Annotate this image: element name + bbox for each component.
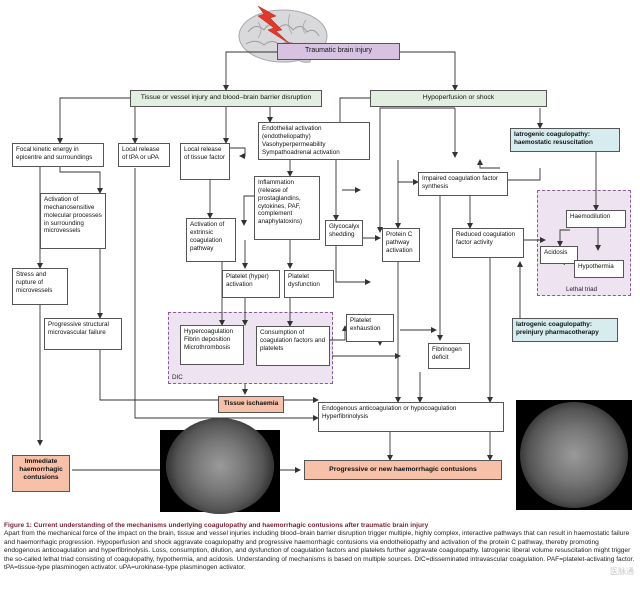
protein-c-activation-box: Protein C pathway activation [382, 228, 420, 262]
lethal-triad-label: Lethal triad [566, 286, 598, 293]
acidosis-box: Acidosis [540, 246, 578, 264]
inflammation-box: Inflammation (release of prostaglandins,… [254, 176, 320, 240]
glycocalyx-shedding-box: Glycocalyx shedding [325, 220, 363, 246]
focal-kinetic-energy-box: Focal kinetic energy in epicentre and su… [12, 143, 104, 167]
extrinsic-pathway-box: Activation of extrinsic coagulation path… [186, 218, 236, 262]
endogenous-anticoagulation-box: Endogenous anticoagulation or hypocoagul… [318, 402, 504, 432]
dic-label: DIC [172, 374, 183, 381]
stress-rupture-box: Stress and rupture of microvessels [12, 268, 68, 305]
reduced-activity-box: Reduced coagulation factor activity [452, 228, 524, 258]
fibrinogen-deficit-box: Fibrinogen deficit [428, 343, 470, 369]
iatrogenic-resuscitation-box: Iatrogenic coagulopathy: haemostatic res… [510, 128, 620, 152]
caption-title: Figure 1: Current understanding of the m… [4, 522, 429, 529]
platelet-exhaustion-box: Platelet exhaustion [346, 314, 394, 342]
progressive-contusions-box: Progressive or new haemorrhagic contusio… [304, 460, 502, 480]
platelet-hyperactivation-box: Platelet (hyper) activation [222, 270, 280, 298]
haemodilution-box: Haemodilution [566, 210, 626, 228]
immediate-contusions-box: Immediate haemorrhagic contusions [12, 455, 70, 492]
ct-scan-right-image [520, 402, 628, 508]
figure-caption: Figure 1: Current understanding of the m… [4, 522, 636, 573]
lethal-triad-region [537, 190, 631, 296]
traumatic-brain-injury-box: Traumatic brain injury [277, 43, 400, 60]
hypothermia-box: Hypothermia [574, 260, 624, 278]
iatrogenic-pharmacotherapy-box: Iatrogenic coagulopathy: preinjury pharm… [512, 318, 618, 342]
tissue-vessel-injury-box: Tissue or vessel injury and blood–brain … [130, 90, 322, 107]
hypercoagulation-box: Hypercoagulation Fibrin deposition Micro… [180, 325, 244, 365]
progressive-structural-failure-box: Progressive structural microvascular fai… [44, 318, 122, 350]
local-tissue-factor-box: Local release of tissue factor [180, 143, 230, 180]
watermark-text: 医脉通 [610, 567, 634, 576]
tissue-ischaemia-box: Tissue ischaemia [218, 396, 284, 413]
platelet-dysfunction-box: Platelet dysfunction [284, 270, 334, 298]
endothelial-activation-box: Endothelial activation (endotheliopathy)… [258, 122, 370, 160]
hypoperfusion-shock-box: Hypoperfusion or shock [370, 90, 547, 107]
consumption-box: Consumption of coagulation factors and p… [256, 326, 330, 366]
impaired-synthesis-box: Impaired coagulation factor synthesis [418, 172, 508, 196]
local-tpa-upa-box: Local release of tPA or uPA [118, 143, 170, 167]
ct-scan-left-image [166, 418, 274, 514]
mechanosensitive-activation-box: Activation of mechanosensitive molecular… [40, 193, 106, 249]
caption-body: Apart from the mechanical force of the i… [4, 530, 635, 572]
